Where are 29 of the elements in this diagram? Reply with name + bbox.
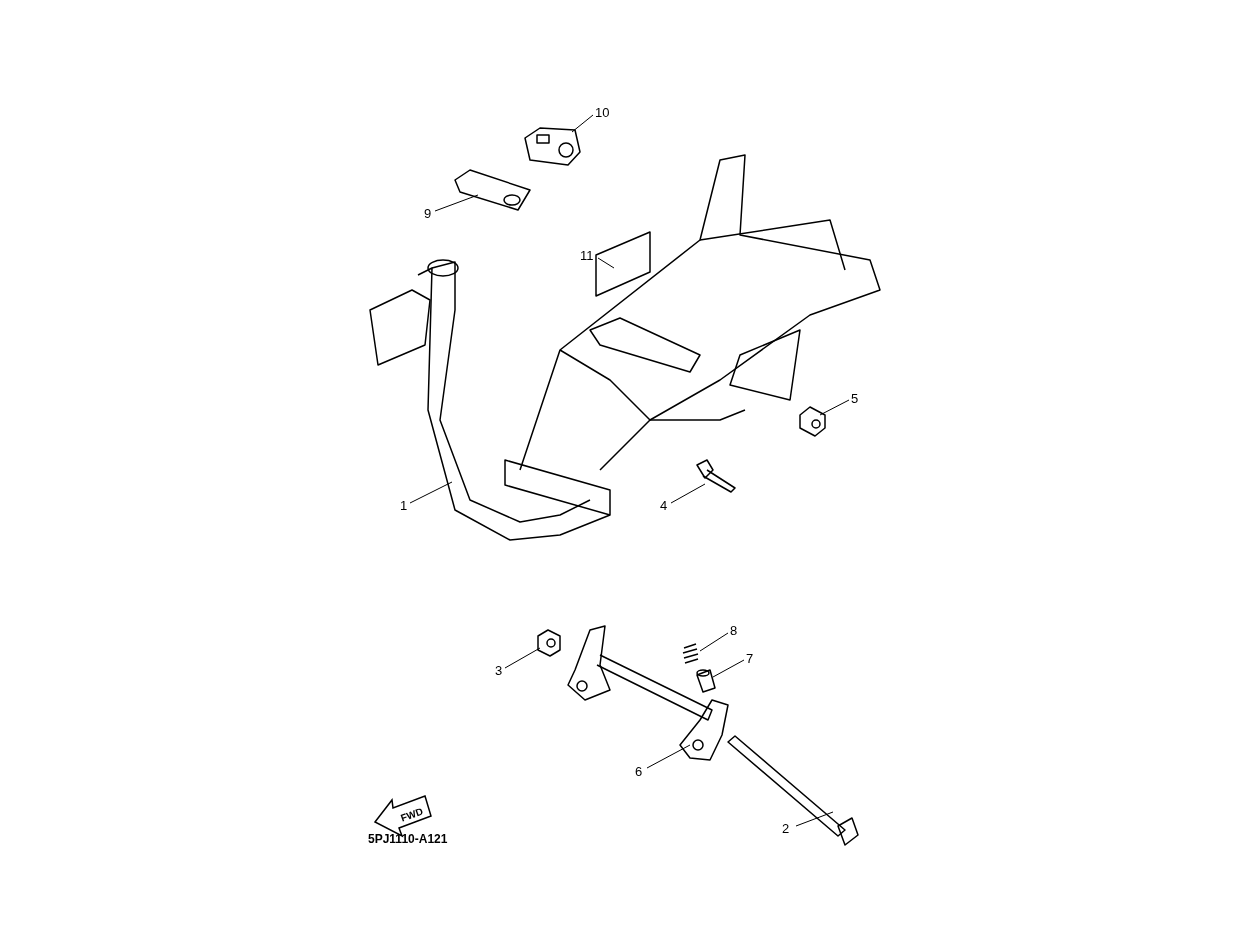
callout-number: 1 [400, 498, 408, 513]
leader-line [571, 114, 594, 133]
leader-line [712, 659, 745, 678]
direction-label: FWD [399, 805, 425, 824]
leader-line [597, 257, 615, 269]
frame-drawing [369, 154, 881, 541]
stand-drawing [567, 625, 729, 761]
callout-number: 6 [635, 764, 643, 779]
leader-line [670, 483, 706, 504]
callout-number: 4 [660, 498, 668, 513]
callout-number: 7 [746, 651, 754, 666]
leader-line [434, 194, 479, 212]
callout-number: 2 [782, 821, 790, 836]
cap-drawing [524, 127, 581, 166]
callout-number: 8 [730, 623, 738, 638]
leader-line [504, 647, 541, 669]
nut-drawing [537, 629, 561, 657]
callout-number: 9 [424, 206, 432, 221]
shaft-drawing [727, 735, 859, 846]
leader-line [646, 744, 691, 769]
callout-number: 10 [595, 105, 610, 120]
leader-line [795, 811, 834, 827]
leader-line [819, 399, 850, 416]
callout-number: 3 [495, 663, 503, 678]
callout-number: 5 [851, 391, 859, 406]
leader-line [699, 632, 729, 652]
part-code: 5PJ1110-A121 [368, 832, 448, 846]
leader-line [409, 481, 453, 504]
callout-number: 11 [580, 248, 594, 263]
